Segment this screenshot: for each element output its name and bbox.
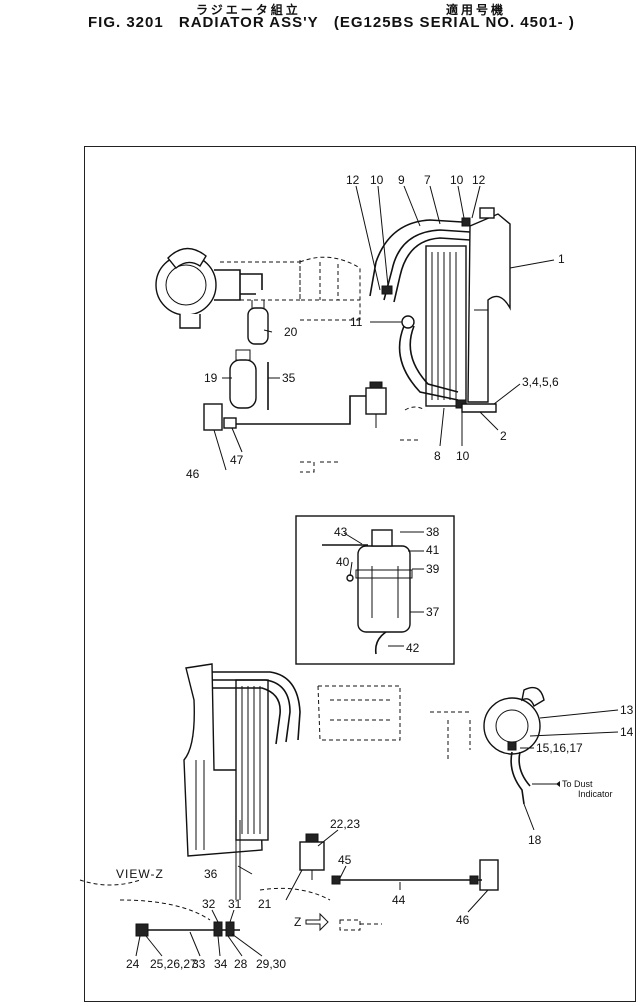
callout-10: 10 [456, 449, 470, 463]
radiator-bottom-assembly [79, 663, 560, 937]
radiator-core-icon [425, 245, 467, 407]
callout-21: 21 [258, 897, 272, 911]
callout-151617: 15,16,17 [536, 741, 583, 755]
inset-callout-37: 37 [426, 605, 440, 619]
japanese-serial-label: 適用号機 [446, 3, 507, 17]
z-arrow-label: Z [294, 915, 301, 929]
bracket-47-icon [203, 403, 237, 431]
inset-callout-43: 43 [334, 525, 348, 539]
callout-10: 10 [370, 173, 384, 187]
callout-8: 8 [434, 449, 441, 463]
inset-callout-40: 40 [336, 555, 350, 569]
callout-44: 44 [392, 893, 406, 907]
callout-31: 31 [228, 897, 242, 911]
callout-46: 46 [186, 467, 200, 481]
filter-19-icon [229, 349, 257, 409]
serial-range: (EG125BS SERIAL NO. 4501- ) [333, 14, 575, 31]
callout-34: 34 [214, 957, 228, 971]
callout-2: 2 [500, 429, 507, 443]
callout-7: 7 [424, 173, 431, 187]
shroud-1-icon [467, 207, 511, 403]
callout-35: 35 [282, 371, 296, 385]
callout-11: 11 [350, 315, 363, 329]
callout-45: 45 [338, 853, 352, 867]
bottom-leader-lines [135, 709, 619, 957]
figure-title: RADIATOR ASS'Y [178, 14, 319, 31]
callout-labels: 12 10 9 7 10 12 1 11 20 19 35 3,4,5,6 2 … [116, 173, 634, 971]
vacuum-switch-icon [365, 381, 387, 428]
callout-36: 36 [204, 867, 218, 881]
figure-header: FIG. 3201 RADIATOR ASS'Y (EG125BS SERIAL… [88, 14, 585, 31]
air-cleaner-right-icon [483, 686, 545, 755]
callout-32: 32 [202, 897, 216, 911]
to-dust-note-line1: To Dust [562, 779, 593, 789]
vacuum-switch-bottom-icon [299, 833, 325, 880]
to-dust-note-line2: Indicator [578, 789, 613, 799]
inset-callout-38: 38 [426, 525, 440, 539]
callout-2930: 29,30 [256, 957, 286, 971]
callout-46: 46 [456, 913, 470, 927]
callout-19: 19 [204, 371, 218, 385]
callout-47: 47 [230, 453, 244, 467]
view-z-label: VIEW-Z [116, 867, 164, 881]
figure-number: FIG. 3201 [88, 14, 164, 31]
callout-18: 18 [528, 833, 542, 847]
canister-20-icon [247, 300, 269, 345]
callout-2223: 22,23 [330, 817, 360, 831]
callout-20: 20 [284, 325, 298, 339]
callout-24: 24 [126, 957, 140, 971]
japanese-title: ラジエータ組立 [196, 3, 301, 17]
callout-14: 14 [620, 725, 634, 739]
callout-33: 33 [192, 957, 206, 971]
drawing-frame [84, 146, 636, 1002]
callout-13: 13 [620, 703, 634, 717]
callout-12: 12 [346, 173, 360, 187]
callout-252627: 25,26,27 [150, 957, 197, 971]
callout-12: 12 [472, 173, 486, 187]
callout-9: 9 [398, 173, 405, 187]
callout-28: 28 [234, 957, 248, 971]
callout-10: 10 [450, 173, 464, 187]
inset-callout-42: 42 [406, 641, 420, 655]
callout-1: 1 [558, 252, 565, 266]
air-cleaner-icon [155, 247, 241, 329]
inset-callout-41: 41 [426, 543, 440, 557]
inset-callout-39: 39 [426, 562, 440, 576]
top-leader-lines [213, 185, 555, 471]
callout-3456: 3,4,5,6 [522, 375, 559, 389]
reserve-tank-inset [295, 515, 455, 665]
radiator-top-assembly [155, 207, 511, 473]
